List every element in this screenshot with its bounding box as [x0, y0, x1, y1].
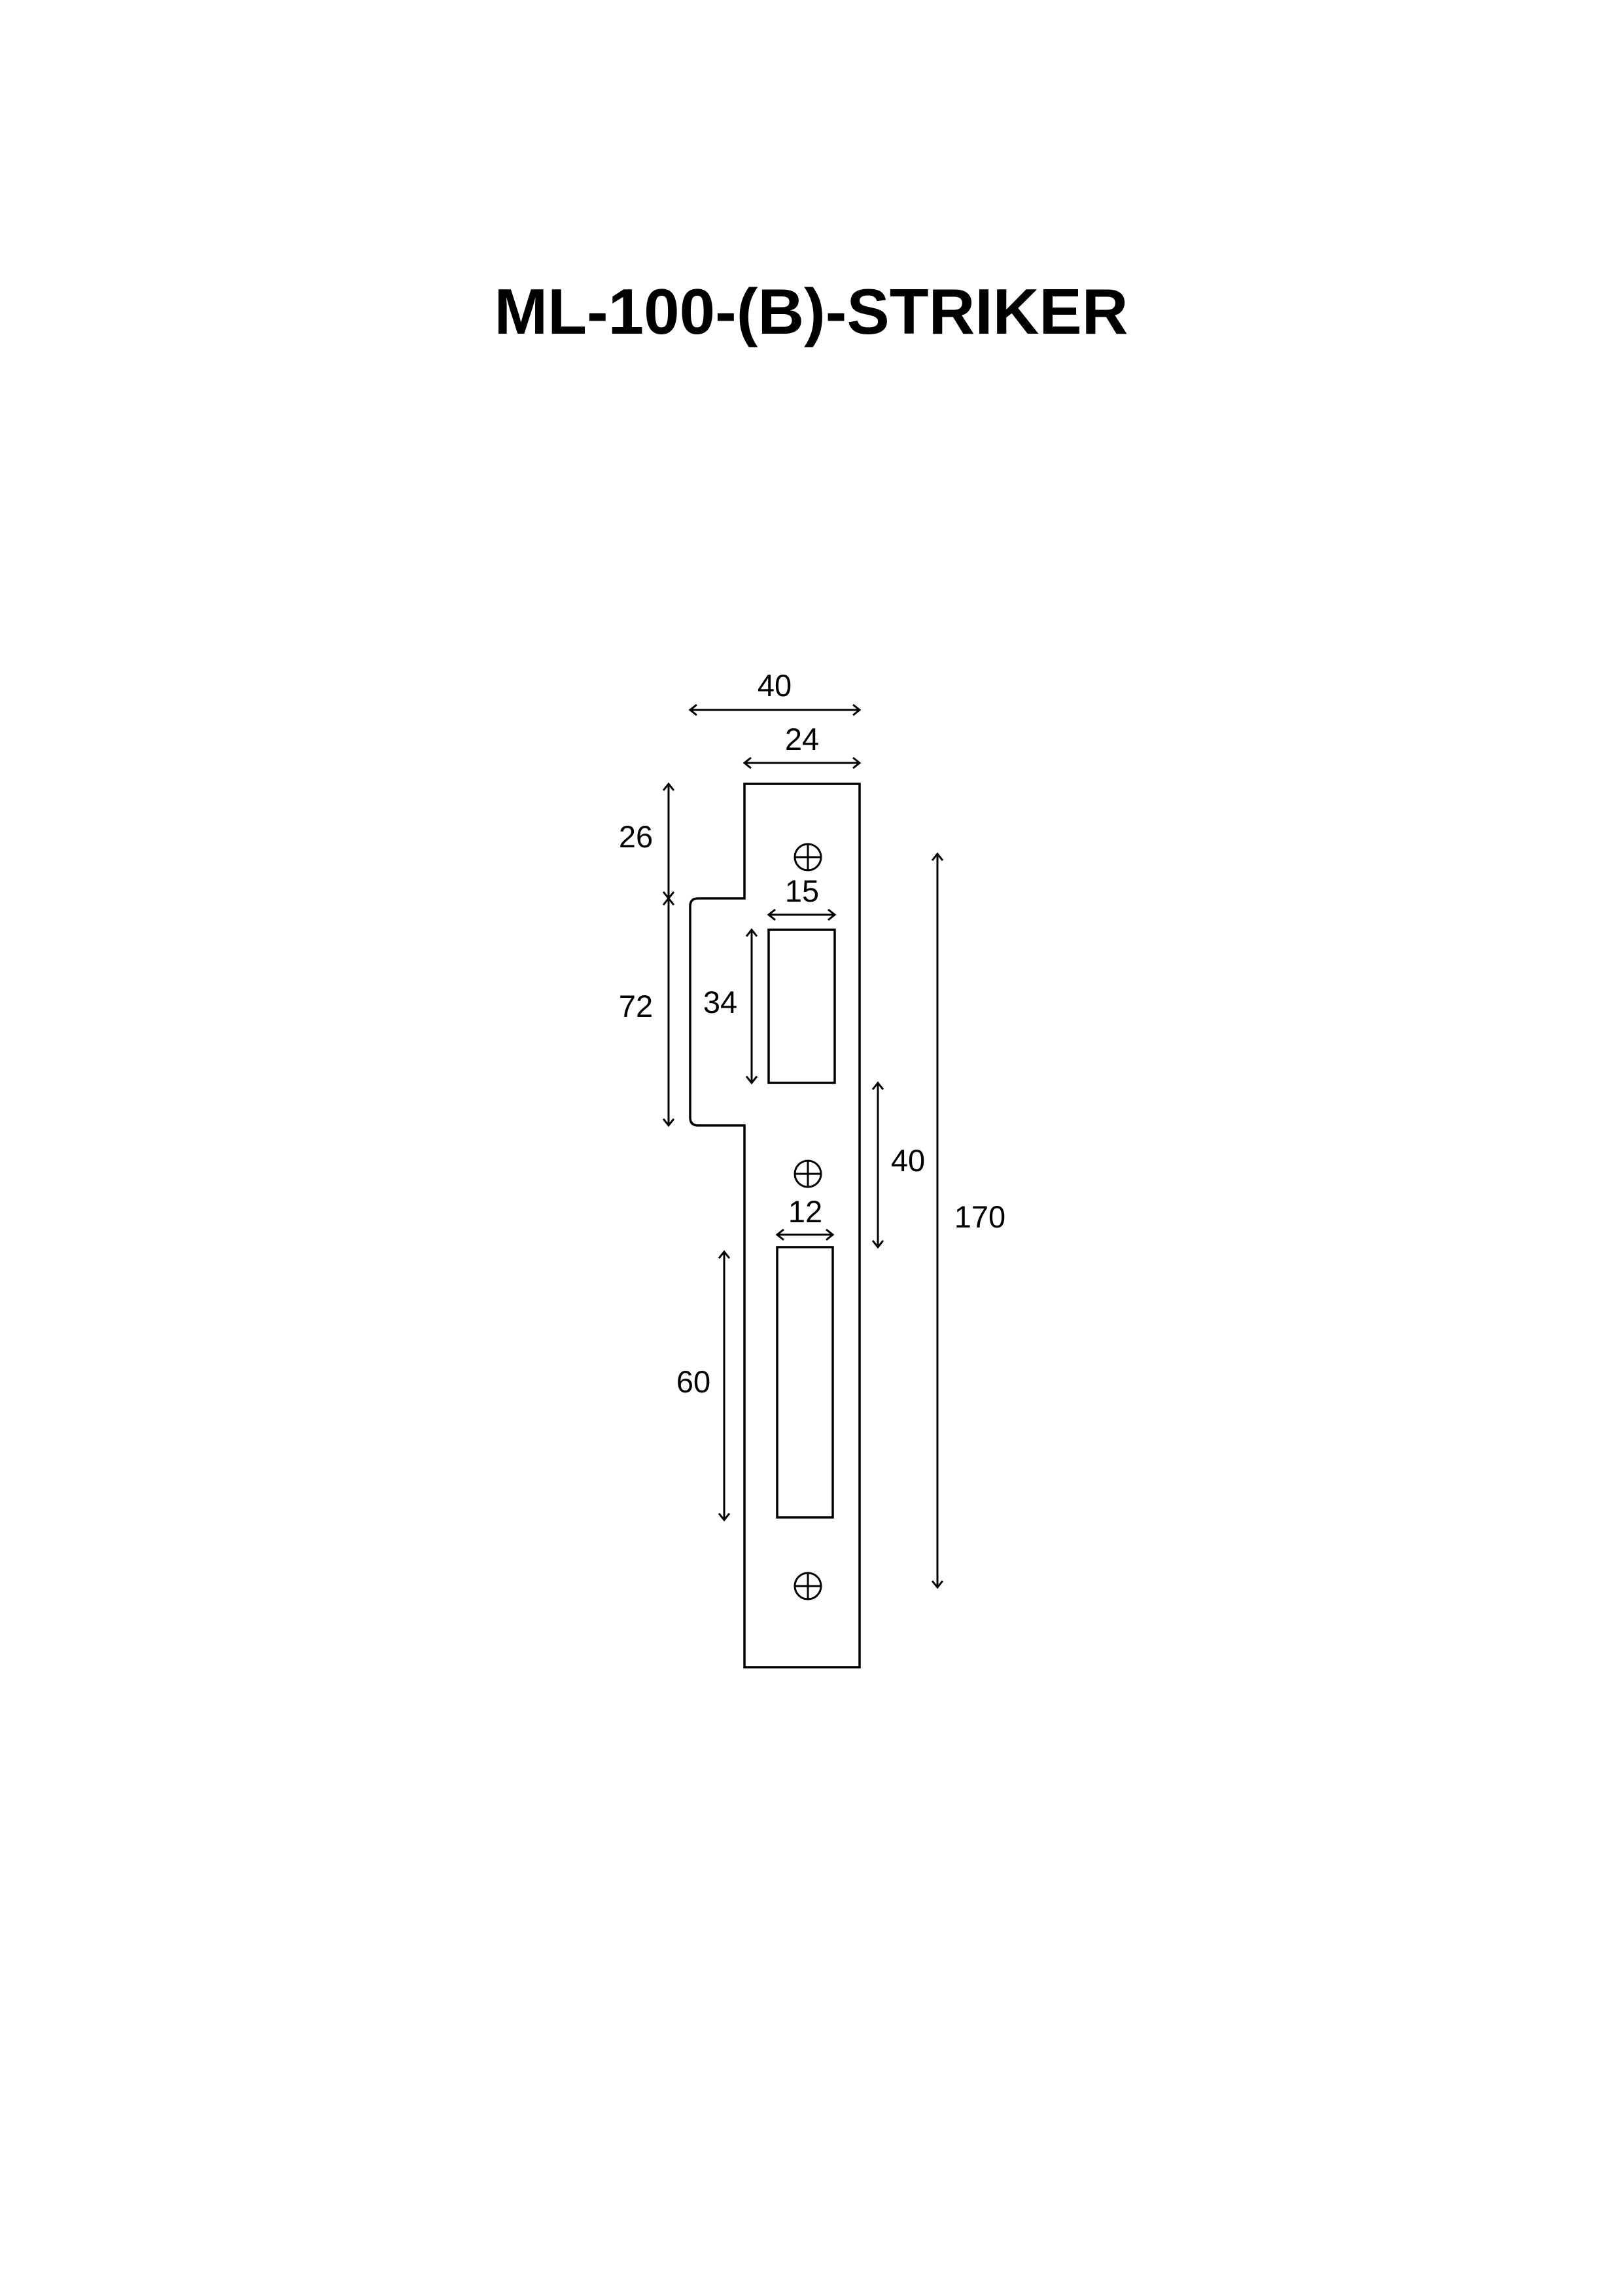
dimension-label: 72: [619, 989, 653, 1023]
dimension-label: 26: [619, 819, 653, 854]
dimension-lip-top-offset: 26: [619, 782, 675, 900]
dimension-label: 40: [758, 668, 792, 703]
dimension-hole-spacing-total: 170: [931, 852, 1005, 1589]
dimension-lower-cutout-width: 12: [775, 1194, 835, 1241]
lower-strike-cutout: [776, 1246, 834, 1519]
dimension-label: 24: [785, 722, 819, 756]
dimension-upper-cutout-height: 34: [703, 928, 758, 1085]
dimension-cutout-spacing: 40: [871, 1081, 925, 1249]
screw-hole-icon: [794, 843, 822, 872]
screw-hole-icon: [794, 1159, 822, 1188]
drawing-title: ML-100-(B)-STRIKER: [494, 275, 1128, 347]
dimension-label: 15: [785, 874, 819, 908]
dimension-lower-cutout-height: 60: [676, 1250, 731, 1522]
dimension-plate-width: 24: [742, 722, 862, 769]
dimension-label: 170: [954, 1199, 1005, 1234]
upper-strike-cutout: [767, 928, 836, 1084]
dimension-label: 34: [703, 985, 737, 1019]
dimension-label: 60: [676, 1364, 710, 1399]
dimension-upper-cutout-width: 15: [767, 874, 837, 921]
dimension-lip-height: 72: [619, 896, 675, 1127]
screw-hole-icon: [794, 1572, 822, 1600]
dimension-label: 12: [788, 1194, 822, 1229]
striker-plate-outline: [689, 783, 861, 1669]
dimension-overall-width: 40: [688, 668, 862, 716]
dimension-label: 40: [891, 1143, 925, 1178]
